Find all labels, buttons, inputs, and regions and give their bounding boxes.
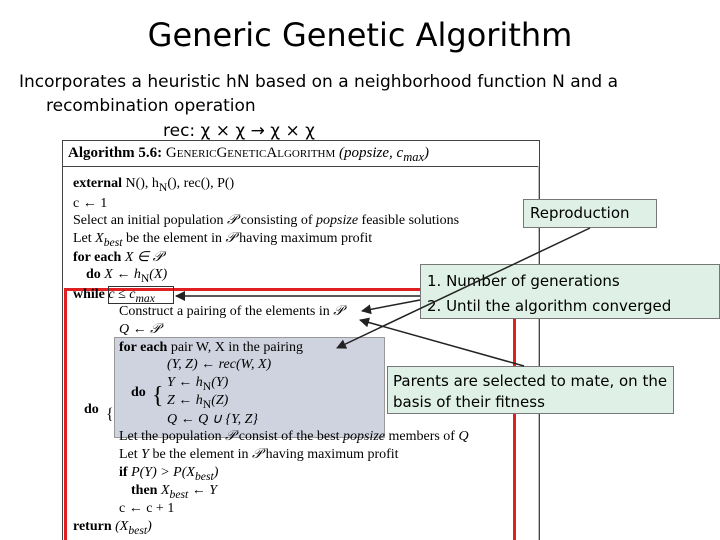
algo-line-for-each-pair: for each pair W, X in the pairing	[119, 340, 304, 355]
arrow-to-construct	[361, 299, 421, 315]
termination-item-1: 1. Number of generations	[427, 272, 620, 290]
algo-line-let-y: Let Y be the element in 𝒫 having maximum…	[119, 447, 399, 462]
intro-line-1: Incorporates a heuristic hN based on a n…	[19, 72, 619, 92]
algo-line-construct-pairing: Construct a pairing of the elements in 𝒫	[119, 304, 344, 319]
algo-line-q-assign: Q ← 𝒫	[119, 322, 161, 337]
algo-outer-brace: {	[106, 406, 114, 423]
rec-signature: rec: χ × χ → χ × χ	[163, 121, 315, 141]
slide-title: Generic Genetic Algorithm	[147, 16, 573, 54]
algo-line-external: external N(), hN(), rec(), P()	[73, 176, 235, 194]
algo-line-while: while c ≤ cmax	[73, 287, 155, 305]
algo-line-for-each-x: for each X ∈ 𝒫	[73, 250, 163, 265]
algo-line-let-population: Let the population 𝒫 consist of the best…	[119, 429, 469, 444]
pairing-highlight	[114, 337, 385, 438]
algo-line-do-heuristic: do X ← hN(X)	[86, 267, 168, 285]
algo-line-y-heuristic: Y ← hN(Y)	[167, 375, 229, 393]
intro-line-2: recombination operation	[46, 96, 256, 116]
algorithm-right-divider	[538, 166, 539, 540]
reproduction-callout: Reproduction	[523, 199, 657, 228]
termination-item-2: 2. Until the algorithm converged	[427, 297, 672, 315]
termination-callout: 1. Number of generations 2. Until the al…	[420, 264, 720, 319]
algorithm-params: (popsize, cmax)	[339, 145, 430, 164]
algo-line-return: return (Xbest)	[73, 519, 152, 537]
algorithm-header-divider	[62, 166, 540, 167]
arrow-reproduction	[336, 227, 591, 349]
algorithm-header: Algorithm 5.6: GenericGeneticAlgorithm (…	[68, 145, 429, 165]
algo-outer-do: do	[84, 402, 99, 417]
algo-line-let-xbest: Let Xbest be the element in 𝒫 having max…	[73, 231, 373, 249]
algo-line-z-heuristic: Z ← hN(Z)	[167, 393, 229, 411]
algo-line-if: if P(Y) > P(Xbest)	[119, 465, 219, 483]
parents-callout: Parents are selected to mate, on the bas…	[387, 366, 674, 414]
arrow-parents	[359, 317, 525, 367]
algo-inner-brace: {	[152, 383, 164, 409]
algorithm-name: GenericGeneticAlgorithm	[165, 145, 336, 161]
algorithm-label: Algorithm 5.6:	[68, 145, 163, 161]
algo-line-q-union: Q ← Q ∪ {Y, Z}	[167, 412, 258, 427]
while-loop-frame	[64, 288, 516, 540]
algo-line-rec: (Y, Z) ← rec(W, X)	[167, 357, 272, 372]
algo-line-select-population: Select an initial population 𝒫 consistin…	[73, 213, 460, 228]
algo-inner-do: do	[131, 385, 146, 400]
algo-line-increment: c ← c + 1	[119, 501, 175, 516]
algo-line-init-c: c ← 1	[73, 196, 108, 211]
while-condition-box	[108, 286, 174, 304]
algo-line-then: then Xbest ← Y	[131, 483, 218, 501]
